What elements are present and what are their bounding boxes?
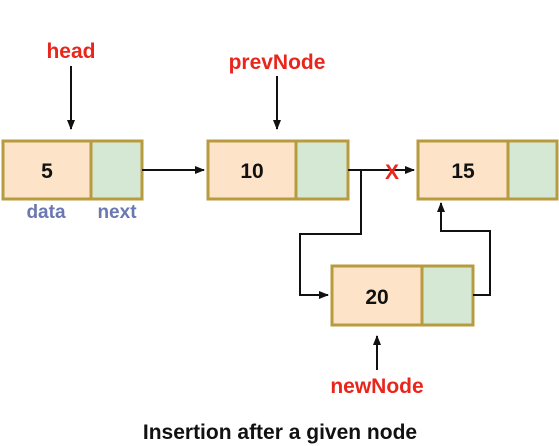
node-20-next-cell (420, 264, 475, 327)
link-20-to-15-arrow (437, 202, 491, 296)
node-20: 20 (330, 264, 475, 327)
next-field-label: next (97, 202, 137, 223)
node-20-value: 20 (365, 286, 388, 309)
node-15-data-cell (416, 139, 510, 201)
node-15-next-cell (506, 139, 559, 201)
prevnode-pointer-label: prevNode (229, 51, 326, 74)
broken-link-mark: X (385, 161, 399, 184)
data-field-label: data (26, 202, 66, 223)
node-5: 5 (1, 139, 144, 201)
node-5-data-cell (1, 139, 93, 201)
node-10: 10 (206, 139, 350, 201)
node-5-next-cell (89, 139, 144, 201)
diagram-caption: Insertion after a given node (143, 421, 417, 444)
node-10-next-cell (294, 139, 350, 201)
head-pointer-label: head (46, 40, 95, 63)
node-10-value: 10 (240, 160, 263, 183)
link-10-to-20-arrow (299, 169, 362, 299)
node-10-data-cell (206, 139, 298, 201)
node-15-value: 15 (451, 160, 475, 183)
node-15: 15 (416, 139, 559, 201)
newnode-pointer-label: newNode (330, 375, 423, 398)
node-5-value: 5 (41, 160, 53, 183)
